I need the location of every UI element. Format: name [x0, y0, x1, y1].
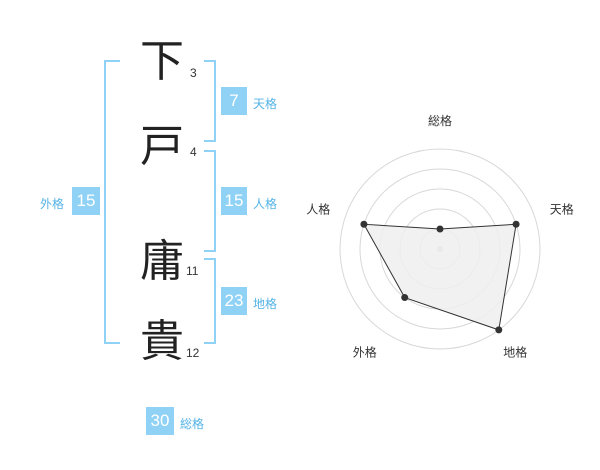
jinkaku-label: 人格: [253, 197, 278, 211]
name-char-3: 庸: [140, 236, 184, 287]
name-char-2: 戸: [140, 121, 184, 172]
radar-grid: [339, 148, 541, 350]
name-char-4: 貴: [140, 316, 184, 367]
radar-polygon: [363, 223, 517, 331]
radar-grid-ring: [399, 208, 481, 290]
radar-grid-ring: [419, 228, 461, 270]
stroke-count-1: 3: [190, 66, 197, 80]
radar-center-dot: [437, 246, 443, 252]
tenkaku-bracket: [204, 60, 216, 142]
radar-point-4: [401, 294, 409, 302]
tenkaku-value: 7: [221, 87, 247, 115]
chikaku-label: 地格: [253, 297, 278, 311]
gaikaku-value: 15: [72, 187, 100, 215]
radar-point-2: [512, 220, 520, 228]
chikaku-bracket: [204, 258, 216, 344]
radar-points: [360, 220, 520, 334]
gaikaku-bracket: [104, 60, 120, 344]
jinkaku-bracket: [204, 150, 216, 252]
radar-point-5: [360, 220, 368, 228]
gaikaku-label: 外格: [40, 197, 65, 211]
radar-axis-label-2: 天格: [550, 201, 574, 216]
soukaku-label: 総格: [180, 417, 205, 431]
radar-area: [363, 223, 517, 331]
radar-axis-label-3: 地格: [503, 345, 527, 360]
radar-axis-label-4: 外格: [353, 345, 377, 360]
radar-point-3: [495, 326, 503, 334]
radar-axis-label-1: 総格: [428, 113, 452, 128]
stroke-count-3: 11: [186, 264, 199, 278]
stroke-count-4: 12: [186, 346, 200, 360]
radar-grid-ring: [379, 188, 501, 310]
stroke-count-2: 4: [190, 145, 197, 159]
tenkaku-label: 天格: [253, 97, 278, 111]
radar-grid-ring: [359, 168, 521, 330]
radar-axis-label-5: 人格: [306, 201, 330, 216]
soukaku-value: 30: [146, 407, 174, 435]
radar-point-1: [436, 225, 444, 233]
radar-grid-ring: [339, 148, 541, 350]
jinkaku-value: 15: [221, 187, 247, 215]
chikaku-value: 23: [221, 287, 247, 315]
name-char-1: 下: [140, 36, 184, 87]
